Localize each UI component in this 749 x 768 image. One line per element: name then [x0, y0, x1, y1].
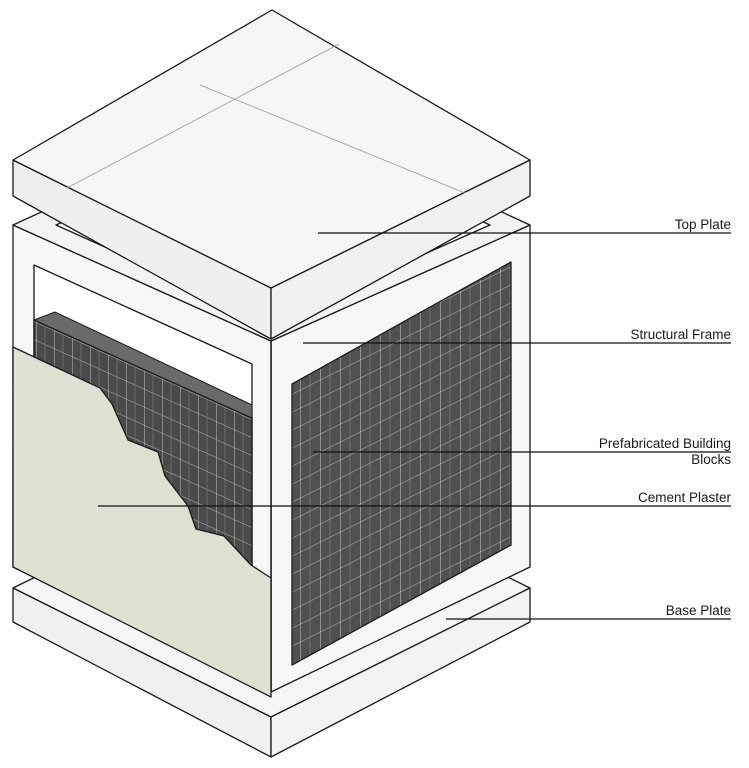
base-plate-right-side: [270, 587, 531, 758]
label-prefab-blocks-line2: Blocks: [691, 452, 731, 467]
label-structural-frame: Structural Frame: [630, 327, 731, 342]
frame-right-opening: [291, 261, 512, 666]
label-prefab-blocks: Prefabricated Building Blocks: [599, 436, 731, 468]
label-base-plate: Base Plate: [665, 603, 731, 618]
cement-plaster-sheet: [12, 346, 272, 698]
label-prefab-blocks-line1: Prefabricated Building: [598, 436, 731, 451]
label-top-plate: Top Plate: [674, 217, 731, 232]
top-plate-top: [12, 9, 531, 289]
top-plate: [12, 9, 531, 340]
left-blocks-top: [32, 311, 253, 419]
label-cement-plaster: Cement Plaster: [637, 490, 731, 505]
cement-plaster: [12, 346, 272, 698]
leader-lines: [98, 232, 731, 620]
